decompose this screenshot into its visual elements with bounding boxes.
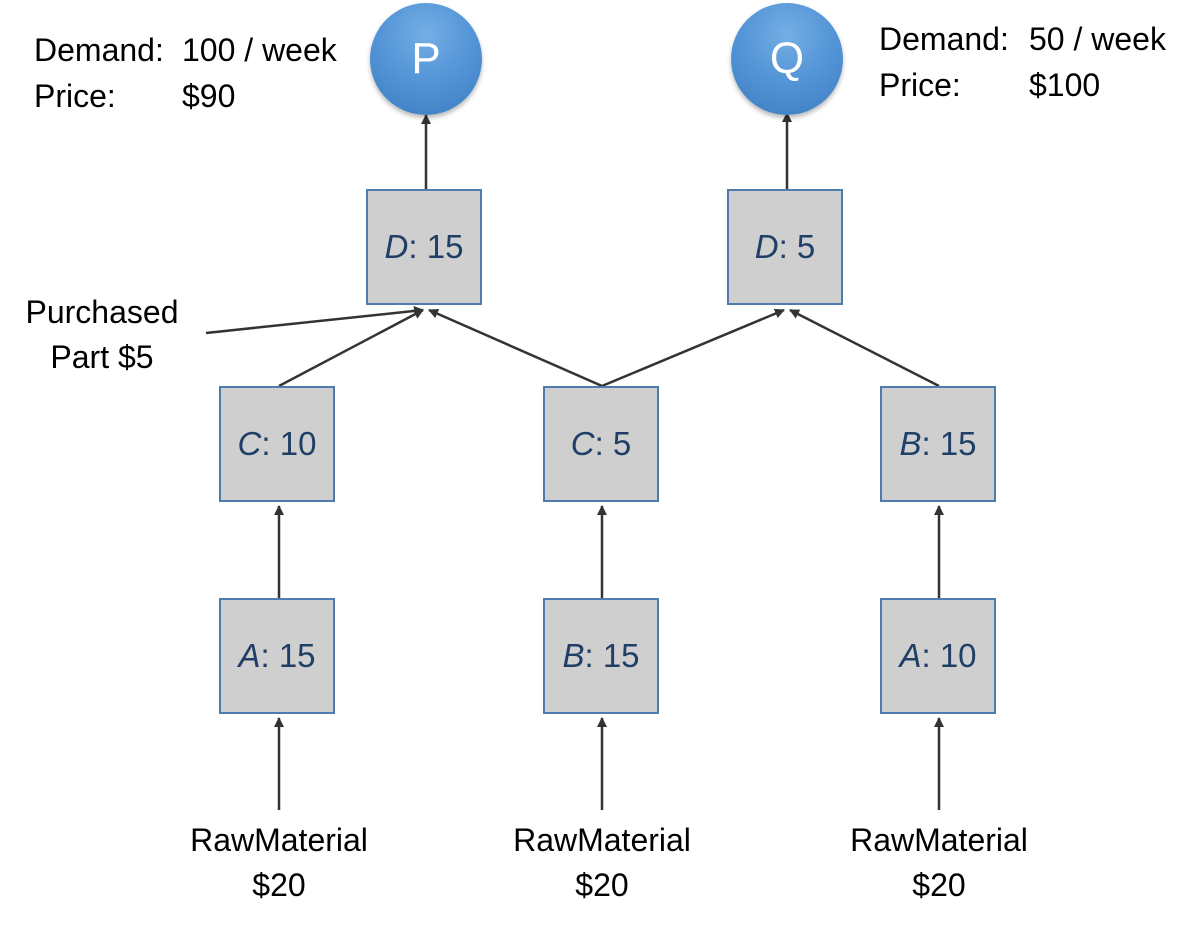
step-d-for-q: D: 5 <box>727 189 843 305</box>
product-p-price: Price: $90 <box>34 73 337 119</box>
step-c-left-resource: C <box>237 425 262 462</box>
step-c-mid-resource: C <box>570 425 595 462</box>
product-p-info: Demand: 100 / week Price: $90 <box>34 27 337 119</box>
raw-material-left-price: $20 <box>252 867 306 903</box>
raw-material-left: RawMaterial $20 <box>169 818 389 908</box>
step-b-mid-time: : 15 <box>584 637 640 674</box>
step-c-left-time: : 10 <box>261 425 317 462</box>
product-p-demand: Demand: 100 / week <box>34 27 337 73</box>
step-a-left: A: 15 <box>219 598 335 714</box>
step-a-left-time: : 15 <box>260 637 316 674</box>
step-a-right-time: : 10 <box>921 637 977 674</box>
arrow-b-right-to-d-q <box>789 308 940 388</box>
product-q-demand-value: 50 / week <box>1029 21 1166 57</box>
arrow-purchased-to-d-p <box>205 305 424 335</box>
product-q-price: Price: $100 <box>879 62 1166 108</box>
step-b-right-resource: B <box>899 425 922 462</box>
purchased-part-line1: Purchased <box>25 294 179 330</box>
arrow-c-left-to-d-p <box>278 308 424 388</box>
step-d-for-q-resource: D <box>754 228 779 265</box>
raw-material-mid: RawMaterial $20 <box>492 818 712 908</box>
product-p-demand-label: Demand: <box>34 32 164 68</box>
arrow-c-mid-to-d-p <box>428 308 603 388</box>
product-q-node: Q <box>731 3 843 115</box>
purchased-part-label: Purchased Part $5 <box>12 290 192 380</box>
product-q-demand: Demand: 50 / week <box>879 16 1166 62</box>
product-p-price-label: Price: <box>34 78 116 114</box>
product-q-label: Q <box>769 34 805 83</box>
raw-material-left-name: RawMaterial <box>190 822 368 858</box>
step-a-right: A: 10 <box>880 598 996 714</box>
product-p-node: P <box>370 3 482 115</box>
step-d-for-p: D: 15 <box>366 189 482 305</box>
step-a-right-resource: A <box>899 637 922 674</box>
raw-material-mid-name: RawMaterial <box>513 822 691 858</box>
step-d-for-p-resource: D <box>384 228 409 265</box>
product-p-demand-value: 100 / week <box>182 32 337 68</box>
step-b-mid-resource: B <box>562 637 585 674</box>
step-b-right-time: : 15 <box>921 425 977 462</box>
step-b-mid: B: 15 <box>543 598 659 714</box>
step-d-for-q-time: : 5 <box>778 228 816 265</box>
arrow-c-mid-to-d-q <box>601 308 785 388</box>
step-c-mid: C: 5 <box>543 386 659 502</box>
product-p-label: P <box>411 34 441 83</box>
product-q-info: Demand: 50 / week Price: $100 <box>879 16 1166 108</box>
step-c-mid-time: : 5 <box>594 425 632 462</box>
step-a-left-resource: A <box>238 637 261 674</box>
product-q-price-label: Price: <box>879 67 961 103</box>
product-p-price-value: $90 <box>182 78 236 114</box>
step-d-for-p-time: : 15 <box>408 228 464 265</box>
step-b-right: B: 15 <box>880 386 996 502</box>
purchased-part-line2: Part $5 <box>50 339 154 375</box>
raw-material-right-price: $20 <box>912 867 966 903</box>
step-c-left: C: 10 <box>219 386 335 502</box>
raw-material-right-name: RawMaterial <box>850 822 1028 858</box>
raw-material-right: RawMaterial $20 <box>829 818 1049 908</box>
product-q-price-value: $100 <box>1029 67 1101 103</box>
product-q-demand-label: Demand: <box>879 21 1009 57</box>
raw-material-mid-price: $20 <box>575 867 629 903</box>
